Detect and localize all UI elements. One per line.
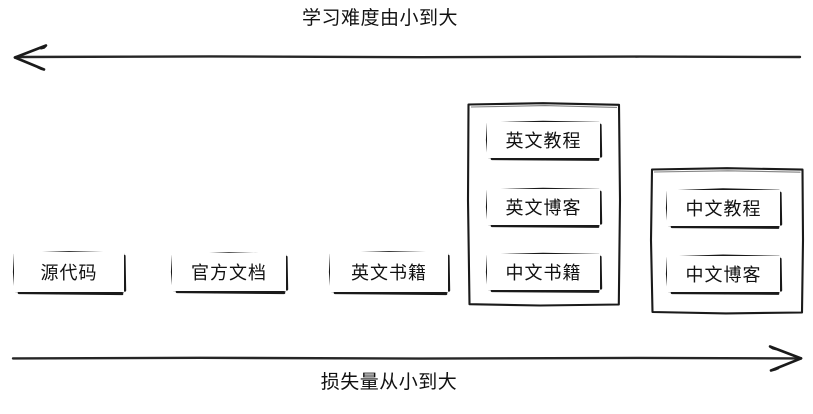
top-axis-arrow <box>13 44 802 71</box>
node-label: 英文书籍 <box>351 263 427 283</box>
node-label: 英文教程 <box>505 131 582 151</box>
node-english-books[interactable]: 英文书籍 <box>330 252 448 292</box>
node-chinese-books[interactable]: 中文书籍 <box>487 254 600 290</box>
node-official-docs[interactable]: 官方文档 <box>172 253 286 291</box>
node-label: 中文博客 <box>685 265 762 285</box>
bottom-axis-arrow <box>11 345 803 372</box>
group-chinese-resources-outline <box>649 167 805 315</box>
node-english-tutorial[interactable]: 英文教程 <box>487 122 600 158</box>
node-english-blog[interactable]: 英文博客 <box>487 189 600 225</box>
node-label: 官方文档 <box>191 263 267 283</box>
node-label: 英文博客 <box>505 198 582 218</box>
group-english-resources-outline <box>466 102 622 307</box>
node-chinese-tutorial[interactable]: 中文教程 <box>667 190 780 226</box>
node-label: 中文书籍 <box>505 263 582 283</box>
node-chinese-blog[interactable]: 中文博客 <box>667 256 780 292</box>
node-source-code[interactable]: 源代码 <box>14 252 124 292</box>
node-label: 源代码 <box>40 263 98 283</box>
bottom-axis-label: 损失量从小到大 <box>320 372 458 393</box>
node-label: 中文教程 <box>685 199 762 219</box>
top-axis-label: 学习难度由小到大 <box>301 8 458 29</box>
